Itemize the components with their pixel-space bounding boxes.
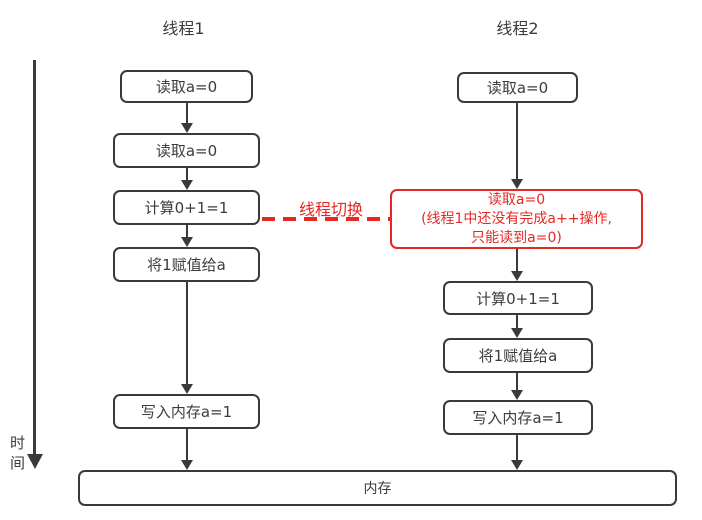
thread-switch-label: 线程切换 bbox=[298, 200, 363, 219]
arrow-icon bbox=[510, 103, 524, 189]
time-axis-arrowhead-icon bbox=[27, 454, 43, 469]
thread-switch-dashed-line bbox=[262, 217, 390, 221]
flow-node-t1-read2: 读取a=0 bbox=[113, 133, 260, 168]
memory-label: 内存 bbox=[363, 481, 392, 497]
arrow-icon bbox=[180, 225, 194, 247]
flow-node-t1-read1: 读取a=0 bbox=[120, 70, 253, 103]
flow-node-t1-assign: 将1赋值给a bbox=[113, 247, 260, 282]
arrow-icon bbox=[180, 282, 194, 394]
highlight-line-2: (线程1中还没有完成a++操作, bbox=[421, 210, 612, 227]
flow-node-t2-write: 写入内存a=1 bbox=[443, 400, 593, 435]
flow-node-t2-read-highlight: 读取a=0 (线程1中还没有完成a++操作, 只能读到a=0) bbox=[390, 189, 643, 249]
flow-node-t1-write: 写入内存a=1 bbox=[113, 394, 260, 429]
highlight-line-3: 只能读到a=0) bbox=[471, 229, 562, 246]
thread1-title: 线程1 bbox=[162, 19, 205, 38]
time-axis-label: 时间 bbox=[9, 434, 25, 472]
thread2-title: 线程2 bbox=[496, 19, 539, 38]
arrow-icon bbox=[510, 249, 524, 281]
time-axis-line bbox=[33, 60, 36, 456]
arrow-icon bbox=[510, 435, 524, 470]
memory-box: 内存 bbox=[78, 470, 677, 506]
flow-node-t2-assign: 将1赋值给a bbox=[443, 338, 593, 373]
arrow-icon bbox=[180, 429, 194, 470]
highlight-line-1: 读取a=0 bbox=[487, 191, 546, 208]
flow-node-t1-compute: 计算0+1=1 bbox=[113, 190, 260, 225]
arrow-icon bbox=[180, 103, 194, 133]
flow-node-t2-read1: 读取a=0 bbox=[457, 72, 578, 103]
arrow-icon bbox=[510, 373, 524, 400]
flow-node-t2-compute: 计算0+1=1 bbox=[443, 281, 593, 315]
arrow-icon bbox=[180, 168, 194, 190]
arrow-icon bbox=[510, 315, 524, 338]
